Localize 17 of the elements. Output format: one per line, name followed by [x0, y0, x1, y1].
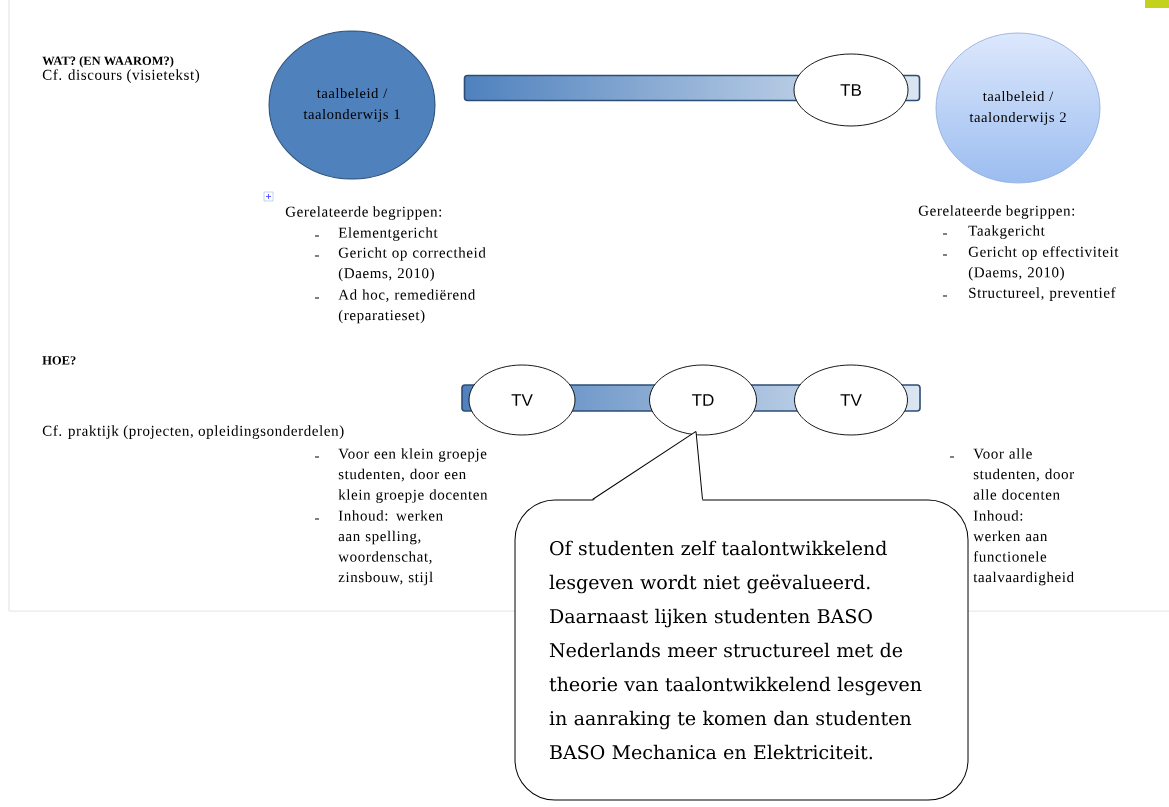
text-label: Gerelateerde begrippen:	[285, 206, 442, 220]
text-label: Cf. discours (visietekst)	[42, 69, 200, 83]
list-item: Voor een klein groepje studenten, door een klein groepje docenten	[338, 448, 488, 503]
text-label: Cf. praktijk (projecten, opleidingsonderdelen)	[42, 425, 344, 439]
section-heading: WAT? (EN WAAROM?)	[42, 56, 174, 68]
list-item: Ad hoc, remediërend (reparatieset)	[338, 289, 476, 324]
list-item: Elementgericht	[338, 227, 438, 241]
list-item: Taakgericht	[968, 225, 1045, 239]
list-item: Inhoud: werken aan spelling, woordenschat, zinsbouw, stijl	[338, 510, 443, 586]
list-item: Structureel, preventief	[969, 287, 1116, 301]
list-item: Gericht op correctheid (Daems, 2010)	[338, 247, 486, 282]
section-heading: HOE?	[42, 356, 76, 365]
text-label: Gerelateerde begrippen:	[918, 205, 1075, 219]
list-item: Voor alle studenten, door alle docenten	[973, 448, 1074, 500]
callout-box: Of studenten zelf taalontwikkelend lesgeven wordt niet geëvalueerd. Daarnaast lijken studenten BASO Nederlands meer structureel met de theorie van taalontwikkelend lesgeven in aanraking te komen dan studenten BASO Mechanica en Elektriciteit.	[514, 499, 969, 801]
callout-pointer	[592, 430, 703, 501]
list-item: Gericht op effectiviteit (Daems, 2010)	[968, 246, 1119, 281]
